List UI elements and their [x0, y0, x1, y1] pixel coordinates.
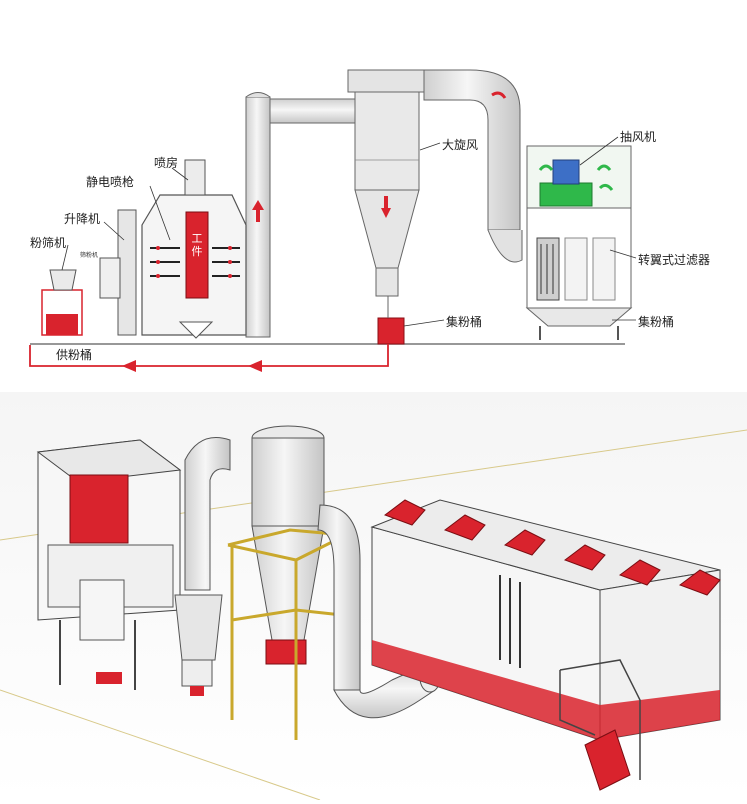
filter-hopper [525, 307, 633, 327]
label-lift: 升降机 [64, 212, 101, 226]
lift-base [99, 257, 121, 299]
cyclone-top-cap [347, 69, 425, 93]
label-cyclone: 大旋风 [442, 138, 479, 152]
label-electrostatic-gun: 静电喷枪 [86, 175, 135, 189]
label-sieve-small: 筛粉机 [80, 252, 99, 259]
booth-exhaust-stack [184, 159, 206, 196]
render-3d [0, 392, 747, 801]
pipe-3d [184, 437, 231, 591]
label-collect-bucket-2: 集粉桶 [638, 315, 675, 329]
sieve [49, 269, 77, 291]
workpiece-char-1: 工 [191, 232, 203, 245]
booth-3d [36, 439, 182, 690]
up-arrow-icon [252, 200, 264, 222]
filter-cartridge [536, 237, 560, 301]
cyclone-3d [227, 425, 352, 740]
label-spray-booth: 喷房 [154, 156, 179, 170]
cyclone-collect-bucket [377, 317, 405, 345]
lift-column [117, 209, 137, 336]
cyclone-neck [375, 267, 399, 297]
label-supply-bucket: 供粉桶 [56, 348, 93, 362]
label-sieve: 粉筛机 [30, 236, 67, 250]
workpiece-char-2: 件 [191, 245, 203, 258]
main-booth-3d [370, 499, 721, 791]
powder-return-line [29, 344, 389, 367]
label-exhaust-fan: 抽风机 [620, 130, 657, 144]
electrostatic-guns [150, 246, 240, 278]
exhaust-fan-motor [552, 159, 580, 185]
cyclone-collector-3d [265, 639, 307, 665]
duct-elbow [245, 92, 271, 98]
workpiece-label: 工 件 [190, 232, 204, 258]
exhaust-fan-housing [539, 182, 593, 207]
left-arrow-icon [122, 360, 136, 372]
leader-lines [61, 136, 637, 327]
stair [584, 729, 631, 791]
horizontal-duct [269, 98, 361, 124]
cyclone-body [354, 91, 420, 191]
workpiece [185, 211, 209, 299]
booth-opening [69, 474, 129, 544]
supply-bucket [46, 314, 78, 335]
label-collect-bucket-1: 集粉桶 [446, 315, 483, 329]
left-arrow-icon [248, 360, 262, 372]
filter-cartridge [564, 237, 588, 301]
filter-cartridge [592, 237, 616, 301]
down-arrow-icon [381, 196, 391, 218]
label-rotary-filter: 转翼式过滤器 [638, 253, 711, 267]
schematic-top [29, 69, 637, 372]
flow-arrow-icon [491, 91, 507, 99]
